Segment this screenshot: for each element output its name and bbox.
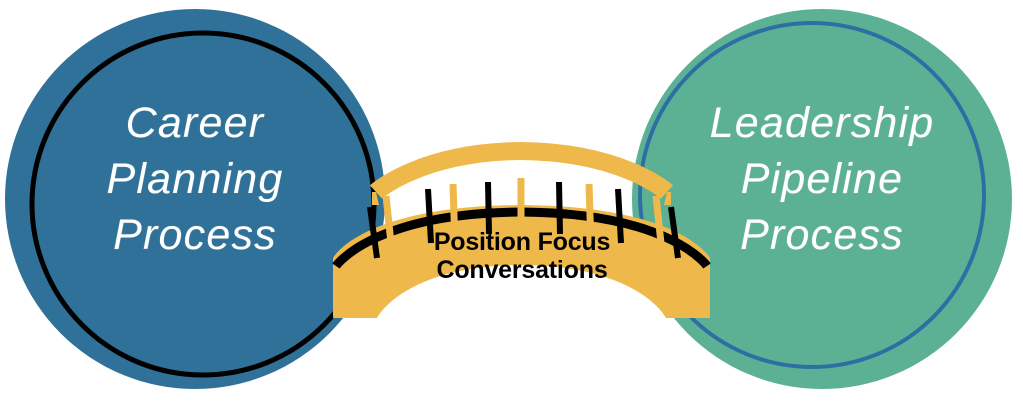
bridge-connector-group[interactable] [332,141,711,318]
baluster-dark-4 [556,181,563,235]
bridge-handrail-end-right [664,192,671,205]
bridge-handrail [369,141,674,199]
right-node-ring [638,21,986,369]
bridge-posts-light [382,178,667,263]
left-node-group[interactable] [5,9,385,389]
bridge-handrail-end-left [372,192,379,205]
post-light-5 [652,195,667,263]
bridge-deck-body[interactable] [333,205,710,318]
baluster-dark-1 [367,206,380,259]
post-light-1 [382,195,397,263]
post-light-2 [449,183,459,247]
bridge-balusters-dark [367,181,681,259]
right-node-circle[interactable] [632,9,1012,389]
right-node-group[interactable] [632,9,1012,389]
baluster-dark-2 [425,188,434,244]
baluster-dark-5 [615,188,624,244]
baluster-dark-3 [485,181,492,235]
left-node-circle[interactable] [5,9,385,389]
post-light-4 [585,183,595,247]
baluster-dark-6 [668,206,681,259]
